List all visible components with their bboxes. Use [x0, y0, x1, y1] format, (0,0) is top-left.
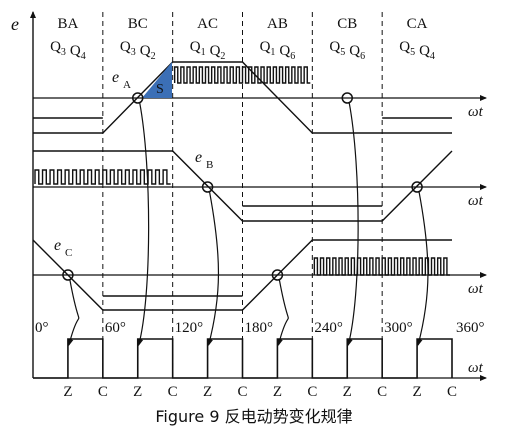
commutation-label: C — [377, 384, 387, 400]
commutation-label: C — [237, 384, 247, 400]
zero-crossing-marker — [271, 269, 284, 281]
commutation-label: C — [447, 384, 457, 400]
sector-name: BC — [128, 16, 148, 32]
wt-axis-label: ωt — [468, 360, 484, 376]
waveform-label-c: e C — [54, 237, 72, 259]
zc-pulse-train — [33, 338, 453, 379]
vertical-axis-label: e — [11, 14, 19, 34]
zc-pulse-wave — [33, 338, 453, 379]
crossing-arrow — [137, 102, 150, 346]
sector-name: BA — [57, 16, 78, 32]
angle-label: 0° — [35, 320, 49, 336]
angle-label: 300° — [384, 320, 413, 336]
wt-axis-label: ωt — [468, 281, 484, 297]
shaded-area-label: S — [156, 82, 164, 97]
waveform-label-b: e B — [195, 149, 213, 171]
wt-axis-label: ωt — [468, 193, 484, 209]
svg-text:e: e — [195, 149, 202, 166]
figure-caption: Figure 9 反电动势变化规律 — [155, 407, 353, 426]
shaded-area-s — [142, 62, 172, 98]
angle-label: 360° — [456, 320, 485, 336]
zero-label: Z — [133, 384, 142, 400]
crossing-arrow — [346, 102, 359, 346]
pwm-burst-b — [34, 169, 171, 185]
zero-label: Z — [203, 384, 212, 400]
waveform-c — [32, 239, 452, 311]
zero-crossing-marker — [132, 92, 144, 104]
pwm-burst-a — [173, 66, 311, 84]
waveform-b — [33, 150, 453, 222]
svg-text:A: A — [123, 79, 131, 91]
sector-dividers — [102, 12, 383, 378]
svg-text:e: e — [54, 237, 61, 254]
crossing-arrows — [67, 102, 429, 346]
zero-crossing-marker — [411, 181, 423, 193]
zero-crossings — [62, 92, 423, 281]
svg-text:B: B — [206, 159, 213, 171]
sector-name: AB — [267, 16, 288, 32]
commutation-label: C — [98, 384, 108, 400]
zero-crossing-marker — [62, 269, 74, 281]
commutation-label: C — [168, 384, 178, 400]
wt-axes: ωt ωt ωt ωt — [33, 95, 487, 381]
waveform-a — [33, 61, 452, 134]
angle-label: 60° — [105, 320, 126, 336]
zero-label: Z — [273, 384, 282, 400]
angle-label: 120° — [175, 320, 204, 336]
zero-label: Z — [412, 384, 421, 400]
sector-name: AC — [197, 16, 218, 32]
crossing-arrow — [277, 279, 289, 346]
svg-text:C: C — [65, 247, 72, 259]
zero-crossing-marker — [201, 181, 214, 193]
waveform-label-a: e A — [112, 69, 131, 91]
zero-label: Z — [343, 384, 352, 400]
svg-text:e: e — [112, 69, 119, 86]
sector-name: CB — [337, 16, 357, 32]
pwm-burst-c — [313, 257, 450, 276]
angle-labels: 0° 60° 120° 180° 240° 300° 360° — [35, 320, 485, 336]
zero-label: Z — [63, 384, 72, 400]
wt-axis-label: ωt — [468, 104, 484, 120]
crossing-arrow — [67, 279, 80, 346]
zero-crossing-marker — [341, 92, 353, 104]
crossing-arrow — [416, 191, 429, 346]
angle-label: 180° — [245, 320, 274, 336]
crossing-arrow — [207, 191, 220, 346]
commutation-label: C — [307, 384, 317, 400]
angle-label: 240° — [314, 320, 343, 336]
sector-name: CA — [407, 16, 428, 32]
